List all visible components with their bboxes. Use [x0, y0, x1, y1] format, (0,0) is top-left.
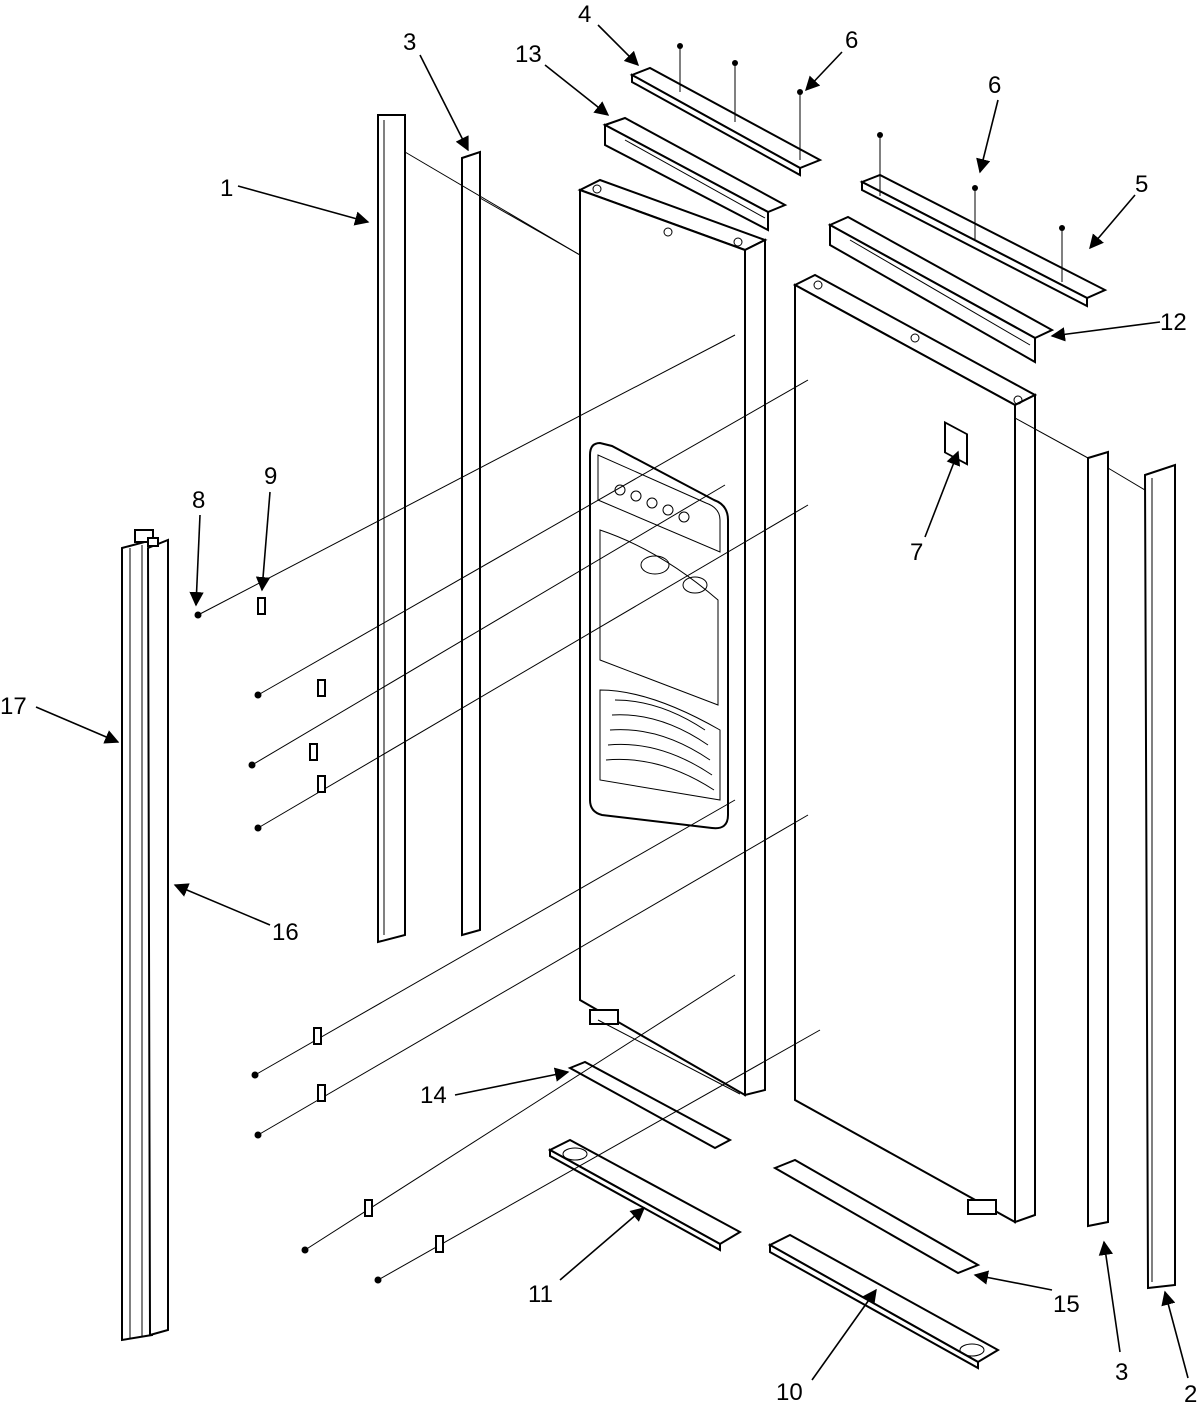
- callout-1: 1: [220, 175, 233, 202]
- callout-6-left: 6: [845, 27, 858, 54]
- left-strip-3: [461, 150, 481, 937]
- cap-screws-6: [677, 43, 1065, 282]
- callout-17: 17: [0, 693, 27, 720]
- callout-11: 11: [528, 1281, 553, 1308]
- callout-7: 7: [910, 539, 923, 566]
- callout-8: 8: [192, 487, 205, 514]
- top-cap-5: [859, 173, 1108, 308]
- top-cap-4: [629, 66, 823, 177]
- callout-10: 10: [776, 1379, 803, 1405]
- callout-5: 5: [1135, 171, 1148, 198]
- fresh-bottom-hinge: [967, 1199, 997, 1215]
- callout-13: 13: [515, 41, 542, 68]
- mounting-clips-9: [257, 597, 444, 1253]
- callout-12: 12: [1160, 309, 1187, 336]
- top-hinge-13: [602, 116, 788, 232]
- callout-2: 2: [1184, 1381, 1197, 1405]
- bottom-hinge-10: [767, 1233, 1001, 1370]
- callout-leaders: [35, 24, 1189, 1381]
- callout-3-top: 3: [403, 29, 416, 56]
- left-door-trim-1: [377, 114, 406, 944]
- callout-14: 14: [420, 1082, 447, 1109]
- bottom-hinge-11: [547, 1138, 743, 1252]
- callout-15: 15: [1053, 1291, 1080, 1318]
- callout-4: 4: [578, 1, 591, 28]
- handle-clips: [134, 529, 159, 547]
- callout-3-bottom: 3: [1115, 1359, 1128, 1386]
- bottom-plate-14: [567, 1060, 733, 1150]
- callout-6-right: 6: [988, 72, 1001, 99]
- door-handle-16: [146, 538, 169, 1337]
- callout-16: 16: [272, 919, 299, 946]
- fresh-food-door: [792, 273, 1038, 1224]
- callout-9: 9: [264, 463, 277, 490]
- right-strip-3: [1087, 450, 1109, 1228]
- freezer-bottom-hinge: [589, 1009, 619, 1025]
- right-door-trim-2: [1143, 463, 1176, 1290]
- mounting-screws-8: [194, 334, 821, 1284]
- bottom-plate-15: [772, 1158, 981, 1275]
- dispenser-panel: [589, 441, 729, 830]
- alignment-lines: [404, 151, 1146, 1095]
